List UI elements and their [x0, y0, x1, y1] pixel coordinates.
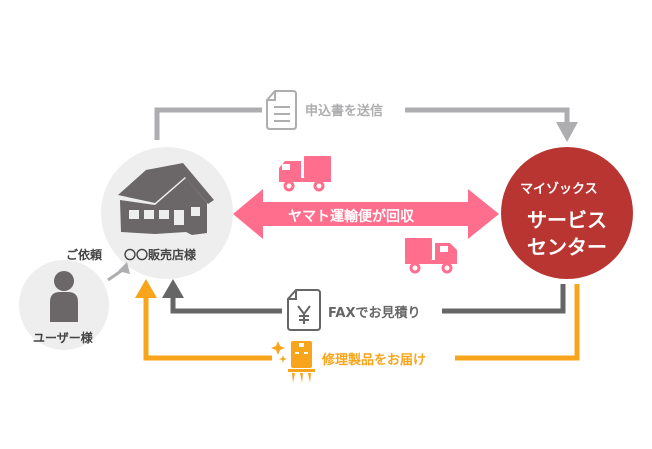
document-icon [266, 90, 297, 130]
laser-level-icon [288, 341, 315, 383]
request-arrow [107, 262, 130, 282]
service-center-name: マイゾックス [520, 182, 598, 197]
service-center-title-line2: センター [527, 235, 607, 259]
pickup-double-arrow [233, 189, 499, 239]
store-label: 〇〇販売店様 [124, 248, 197, 262]
house-icon [118, 163, 214, 235]
delivery-label: 修理製品をお届け [322, 353, 427, 368]
yen-document-icon [287, 289, 321, 331]
user-label: ユーザー様 [33, 331, 93, 345]
service-center-title-line1: サービス [527, 208, 607, 232]
pickup-label: ヤマト運輸便が回収 [288, 209, 414, 225]
truck-icon [279, 156, 331, 192]
application-label: 申込書を送信 [305, 104, 384, 119]
estimate-label: FAXでお見積り [328, 306, 421, 321]
truck-icon [405, 238, 457, 274]
application-flow-arrow [154, 107, 578, 142]
person-icon [50, 271, 78, 322]
estimate-flow-arrow [162, 279, 566, 314]
sparkle-icon [271, 341, 287, 363]
delivery-flow-arrow [135, 279, 580, 361]
service-center-node [501, 147, 633, 279]
request-label: ご依頼 [66, 248, 103, 262]
